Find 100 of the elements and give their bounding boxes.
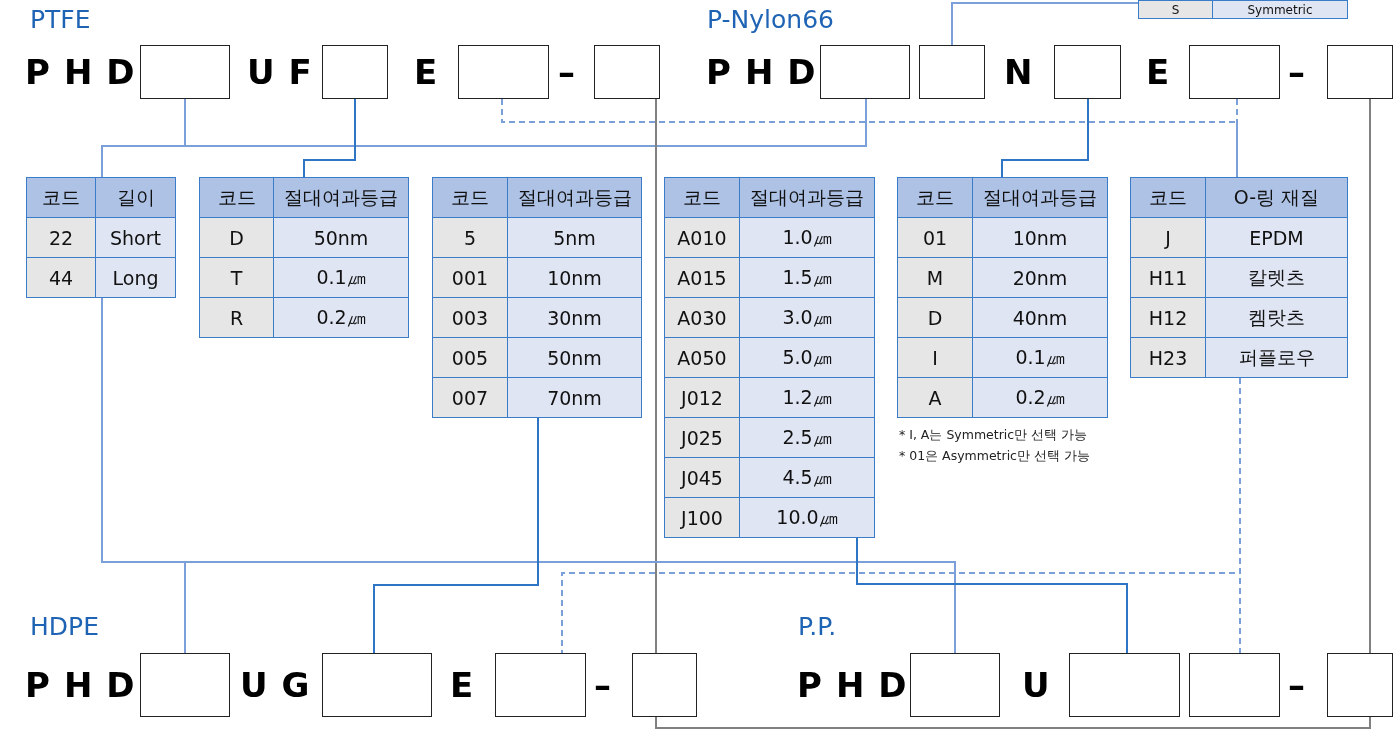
code-input-box (594, 45, 660, 99)
value-cell: 30nm (508, 298, 641, 337)
value-cell: 50nm (508, 338, 641, 377)
product-title: PTFE (30, 7, 91, 32)
value-cell: 10nm (508, 258, 641, 297)
table-header: 길이 (96, 178, 175, 217)
code-input-box (1327, 45, 1393, 99)
value-cell: 10nm (973, 218, 1107, 257)
code-letters: E (1146, 55, 1184, 89)
code-letters: E (450, 668, 488, 702)
code-cell: J045 (665, 458, 739, 497)
code-cell: 001 (433, 258, 507, 297)
code-cell: A050 (665, 338, 739, 377)
table-header: 코드 (665, 178, 739, 217)
code-cell: H11 (1131, 258, 1205, 297)
code-cell: A015 (665, 258, 739, 297)
table-header: O-링 재질 (1206, 178, 1347, 217)
value-cell: 5.0㎛ (740, 338, 874, 377)
code-cell: M (898, 258, 972, 297)
code-cell: T (200, 258, 273, 297)
table-header: 코드 (200, 178, 273, 217)
value-cell: Long (96, 258, 175, 297)
code-cell: 007 (433, 378, 507, 417)
code-cell: D (898, 298, 972, 337)
code-cell: J100 (665, 498, 739, 537)
table-header: 절대여과등급 (274, 178, 408, 217)
code-table (1130, 177, 1348, 378)
code-table (897, 177, 1108, 418)
code-table (1138, 0, 1348, 19)
connector-line (303, 98, 356, 178)
code-input-box (632, 653, 697, 717)
value-cell: 1.0㎛ (740, 218, 874, 257)
code-input-box (1189, 653, 1280, 717)
code-cell: J025 (665, 418, 739, 457)
code-letters: – (1288, 668, 1319, 702)
connector-line (856, 537, 1128, 654)
code-cell: J012 (665, 378, 739, 417)
connector-line (1239, 377, 1241, 654)
code-cell: 22 (27, 218, 95, 257)
value-cell: 0.1㎛ (973, 338, 1107, 377)
code-table (26, 177, 176, 298)
value-cell: 2.5㎛ (740, 418, 874, 457)
code-input-box (820, 45, 910, 99)
value-cell: 10.0㎛ (740, 498, 874, 537)
code-input-box (140, 45, 230, 99)
table-header: 코드 (27, 178, 95, 217)
value-cell: 5nm (508, 218, 641, 257)
value-cell: 3.0㎛ (740, 298, 874, 337)
value-cell: 1.2㎛ (740, 378, 874, 417)
value-cell: 켐랏츠 (1206, 298, 1347, 337)
value-cell: EPDM (1206, 218, 1347, 257)
value-cell: 1.5㎛ (740, 258, 874, 297)
code-input-box (919, 45, 985, 99)
value-cell: 퍼플로우 (1206, 338, 1347, 377)
connector-line (1001, 98, 1089, 178)
code-input-box (458, 45, 549, 99)
code-cell: R (200, 298, 273, 337)
product-title: P-Nylon66 (707, 7, 834, 32)
code-letters: PHD (797, 668, 921, 702)
value-cell: 0.1㎛ (274, 258, 408, 297)
code-letters: PHD (706, 55, 830, 89)
code-input-box (1069, 653, 1180, 717)
value-cell: Short (96, 218, 175, 257)
code-input-box (1054, 45, 1121, 99)
value-cell: 40nm (973, 298, 1107, 337)
code-cell: 005 (433, 338, 507, 377)
connector-line (951, 2, 1139, 46)
value-cell: 칼렛츠 (1206, 258, 1347, 297)
code-cell: H23 (1131, 338, 1205, 377)
value-cell: 20nm (973, 258, 1107, 297)
code-letters: E (414, 55, 452, 89)
code-input-box (1327, 653, 1393, 717)
code-letters: PHD (25, 55, 149, 89)
value-cell: 70nm (508, 378, 641, 417)
connector-line (655, 716, 1371, 729)
code-cell: 5 (433, 218, 507, 257)
code-cell: H12 (1131, 298, 1205, 337)
code-cell: A (898, 378, 972, 417)
code-table (664, 177, 875, 538)
code-cell: J (1131, 218, 1205, 257)
connector-line (373, 417, 539, 654)
table-header: 절대여과등급 (508, 178, 641, 217)
table-header: 코드 (898, 178, 972, 217)
code-letters: – (594, 668, 625, 702)
footnote: * 01은 Asymmetric만 선택 가능 (899, 448, 1090, 465)
code-table (432, 177, 642, 418)
code-letters: – (558, 55, 589, 89)
code-cell: A030 (665, 298, 739, 337)
value-cell: 0.2㎛ (274, 298, 408, 337)
code-cell: D (200, 218, 273, 257)
value-cell: 4.5㎛ (740, 458, 874, 497)
code-input-box (910, 653, 1000, 717)
code-letters: N (1004, 55, 1047, 89)
code-cell: 01 (898, 218, 972, 257)
code-cell: S (1139, 1, 1212, 18)
code-input-box (140, 653, 230, 717)
code-table (199, 177, 409, 338)
table-header: 절대여과등급 (973, 178, 1107, 217)
code-cell: 003 (433, 298, 507, 337)
code-letters: UF (247, 55, 326, 89)
